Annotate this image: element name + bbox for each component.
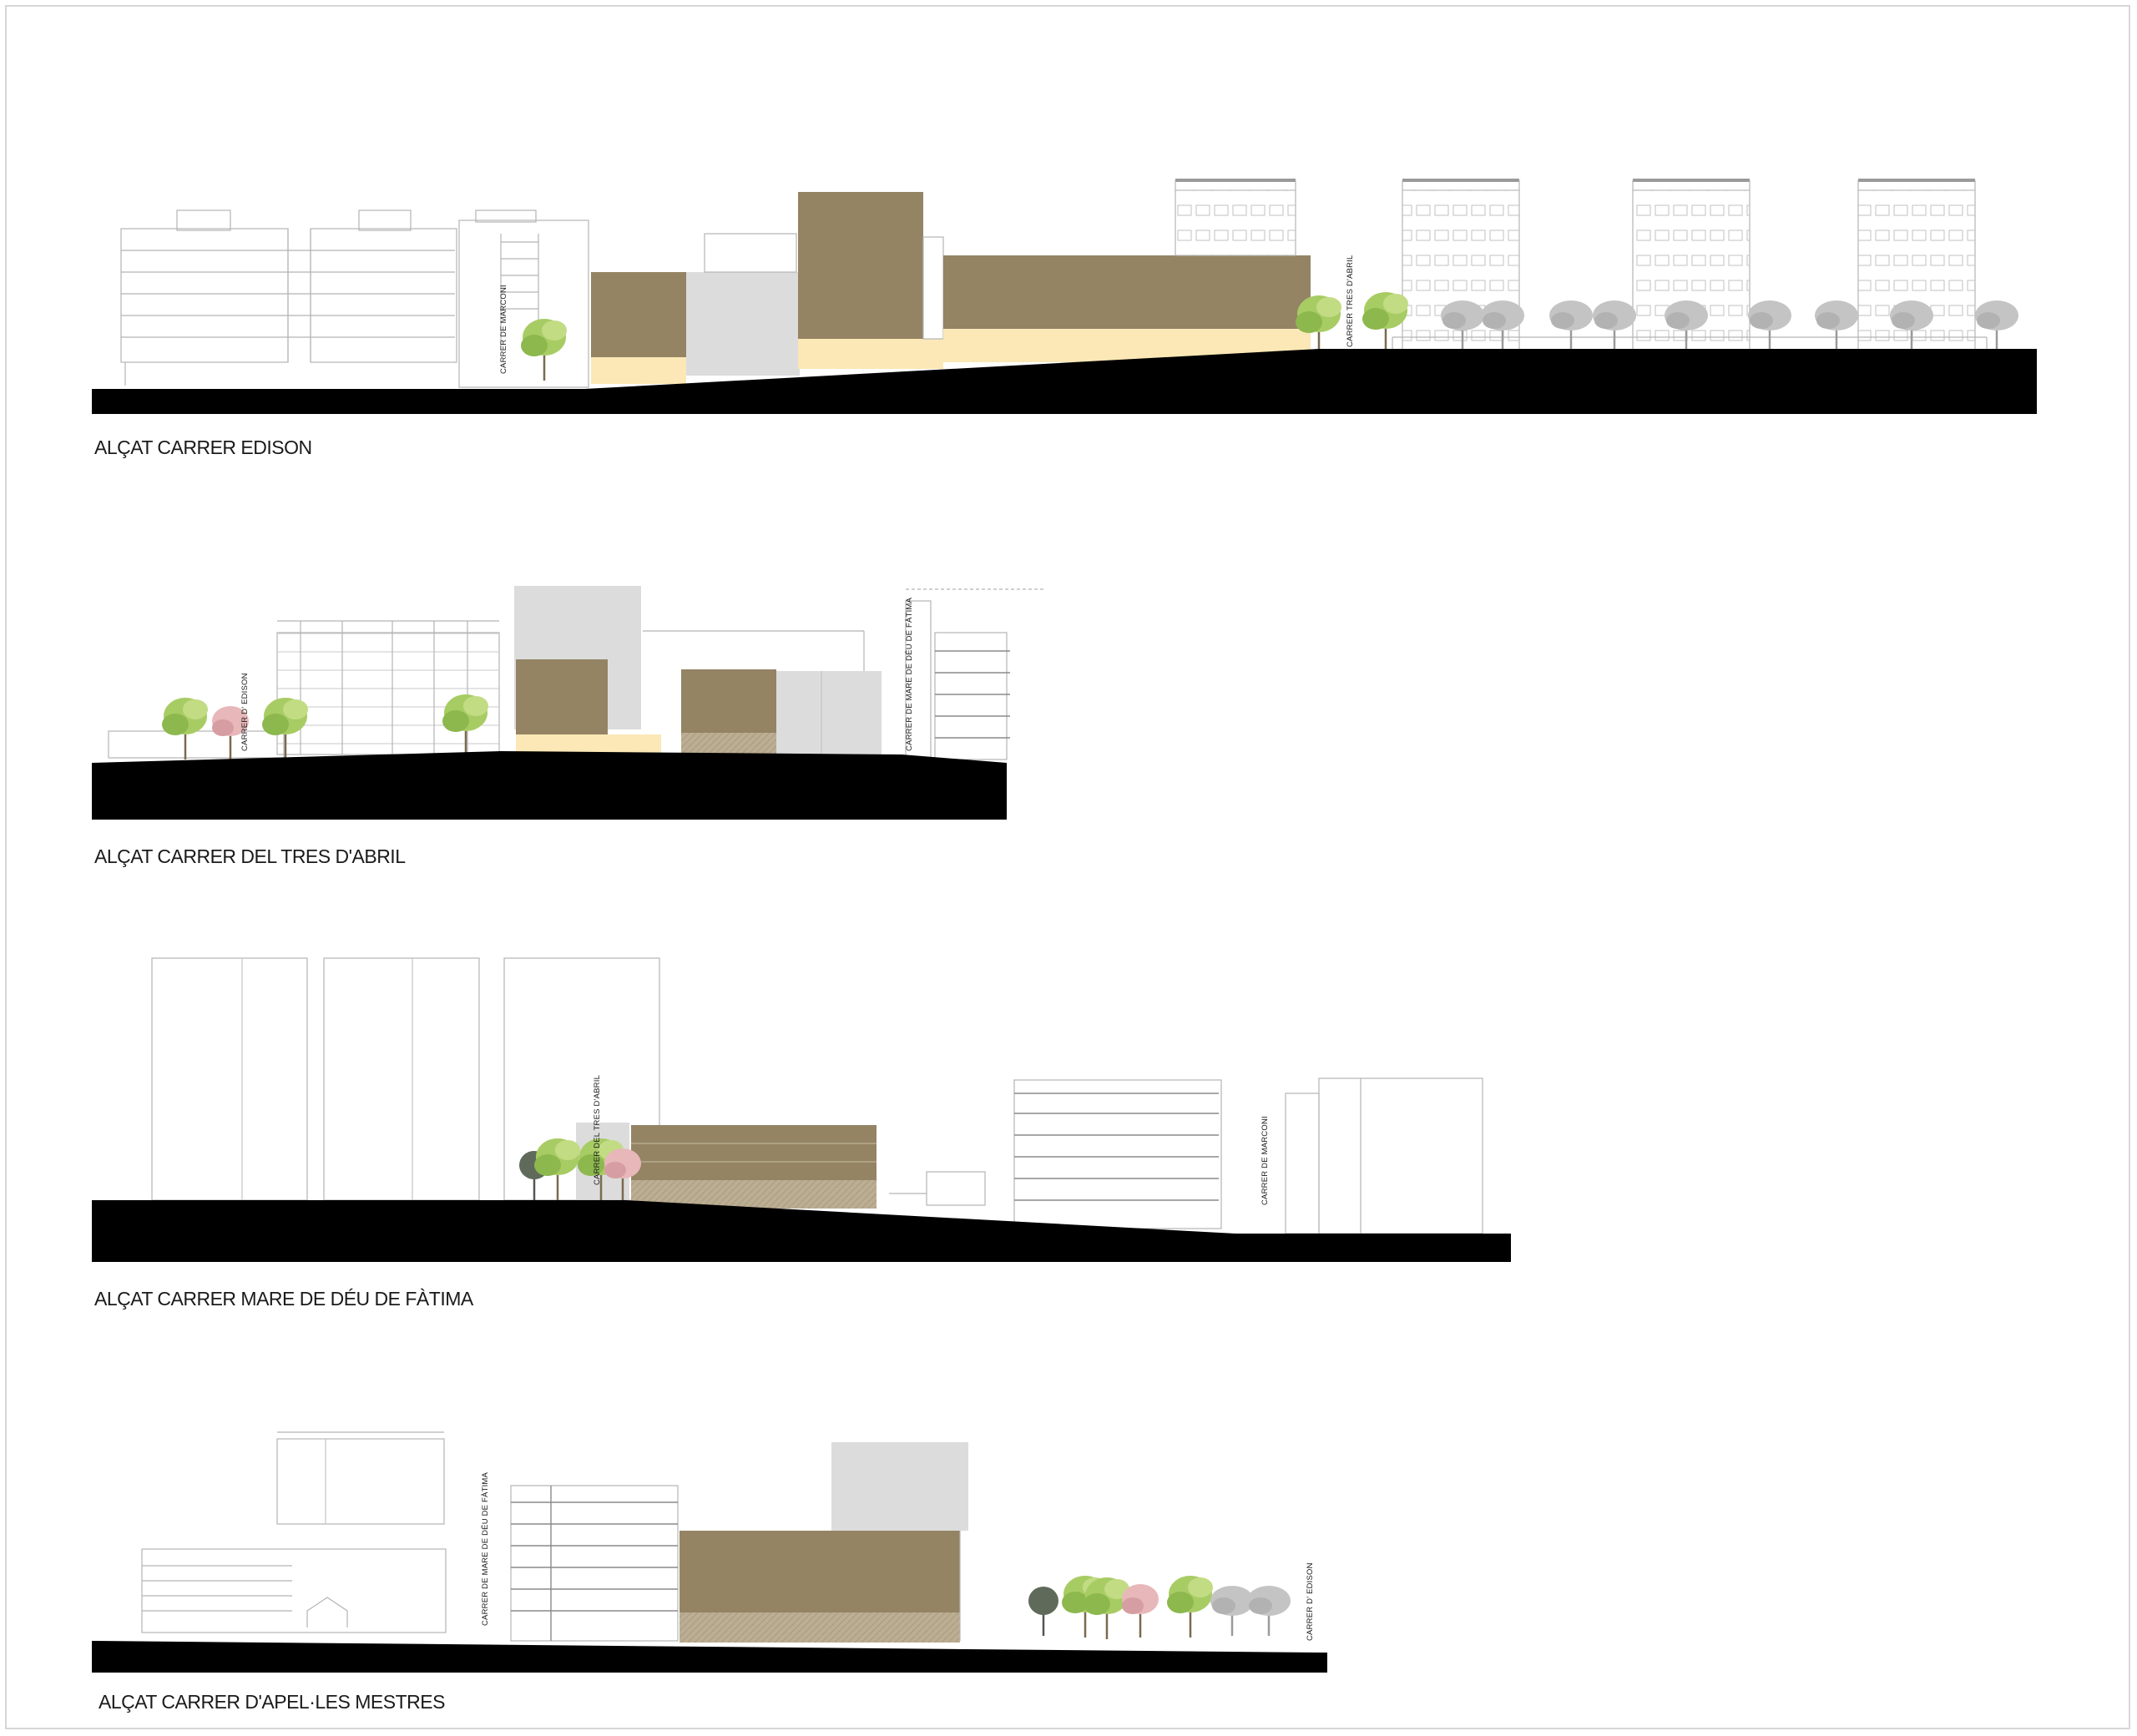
elevation-carrer-apel-les-mestres: CARRER DE MARE DE DÉU DE FÀTIMA CARRER D…	[92, 1431, 1327, 1713]
proposed-volumes	[514, 586, 882, 758]
drawing-sheet	[5, 5, 2130, 1729]
tree-icon	[1746, 299, 1793, 352]
elevation-title: ALÇAT CARRER EDISON	[94, 437, 312, 458]
tree-icon	[1973, 299, 2020, 352]
proposed-volumes	[591, 192, 1311, 384]
street-label: CARRER D' EDISON	[1306, 1562, 1315, 1641]
existing-buildings	[141, 1431, 679, 1642]
existing-grey-volume	[686, 272, 800, 376]
volume-tower	[798, 192, 923, 339]
existing-grey-volume	[831, 1442, 968, 1531]
tree-icon	[1209, 1584, 1255, 1638]
tree-icon	[1813, 299, 1860, 352]
tree-icon	[1548, 299, 1594, 352]
elevation-carrer-tres-abril: CARRER D' EDISON CARRER DE MARE DE DÉU D…	[92, 586, 1043, 867]
street-label: CARRER DE MARCONI	[1260, 1116, 1270, 1205]
tree-icon	[533, 1137, 582, 1202]
proposed-volumes	[679, 1442, 968, 1643]
tree-icon	[1591, 299, 1638, 352]
elevation-title: ALÇAT CARRER D'APEL·LES MESTRES	[99, 1691, 445, 1713]
volume-a	[516, 659, 608, 734]
ground-section	[92, 1641, 1327, 1673]
existing-grey-volume	[776, 671, 882, 758]
ground-section	[92, 1200, 1511, 1262]
street-label: CARRER DEL TRES D'ABRIL	[593, 1075, 602, 1185]
ground-section	[92, 349, 2037, 414]
elevation-title: ALÇAT CARRER DEL TRES D'ABRIL	[94, 845, 406, 867]
street-label: CARRER TRES D'ABRIL	[1346, 255, 1355, 348]
trees	[1027, 1574, 1292, 1641]
elevation-carrer-edison: CARRER DE MARCONI CARRER TRES D'ABRIL AL…	[92, 179, 2037, 458]
tree-icon	[1165, 1574, 1215, 1639]
ground-section	[92, 751, 1007, 820]
volume-long	[631, 1125, 877, 1180]
existing-buildings	[108, 588, 1043, 760]
tree-icon	[1245, 1584, 1292, 1638]
elevation-title: ALÇAT CARRER MARE DE DÉU DE FÀTIMA	[94, 1288, 474, 1310]
volume-long	[943, 255, 1311, 329]
street-label: CARRER D' EDISON	[240, 673, 250, 751]
tree-icon	[519, 317, 568, 382]
tree-icon	[1361, 290, 1410, 356]
volume-b	[681, 669, 776, 733]
street-label: CARRER DE MARE DE DÉU DE FÀTIMA	[905, 597, 914, 751]
tree-icon	[1120, 1582, 1160, 1639]
tree-icon	[160, 696, 210, 761]
street-label: CARRER DE MARCONI	[499, 285, 508, 374]
tree-icon	[1027, 1585, 1060, 1638]
volume-a	[591, 272, 686, 357]
volume-long	[679, 1531, 960, 1612]
existing-buildings-left	[120, 209, 589, 388]
street-label: CARRER DE MARE DE DÉU DE FÀTIMA	[481, 1471, 490, 1626]
elevation-carrer-mare-deu-fatima: CARRER DEL TRES D'ABRIL CARRER DE MARCON…	[92, 957, 1511, 1310]
